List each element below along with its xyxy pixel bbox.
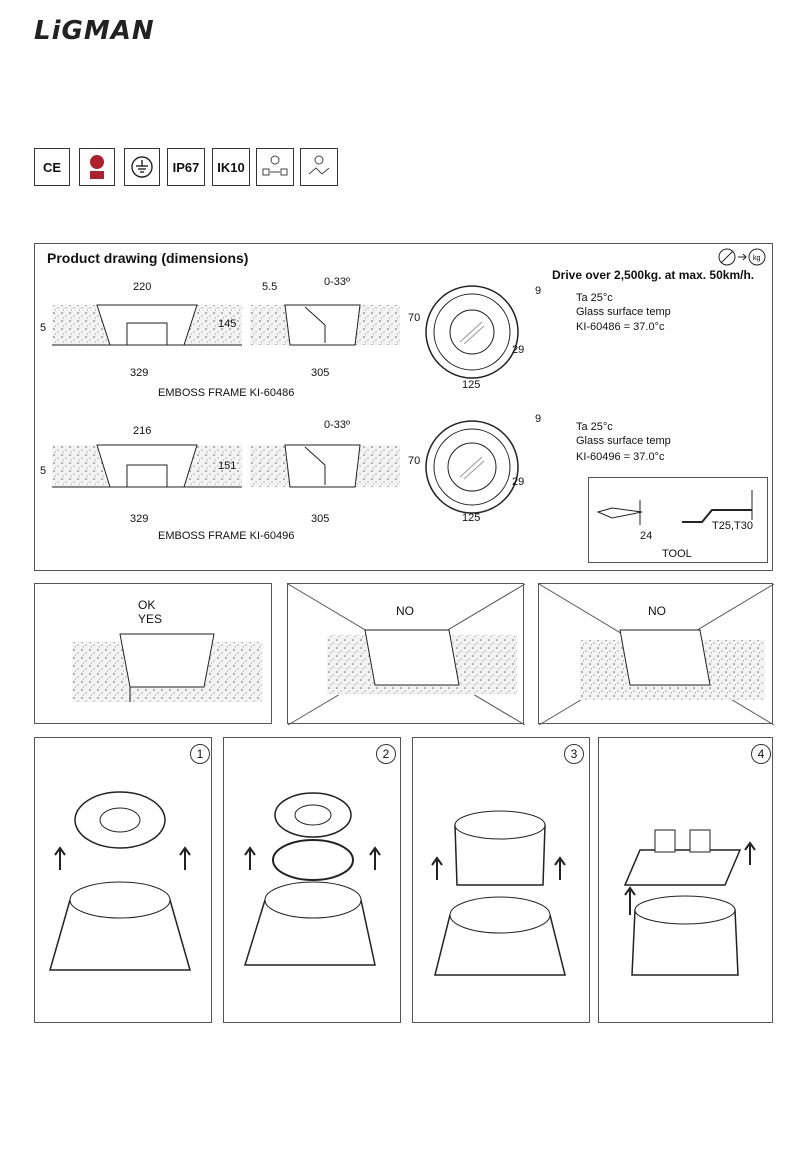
ce-mark-icon: CE <box>34 148 70 186</box>
tool-dim-24: 24 <box>640 530 653 542</box>
side-dim-305-a: 305 <box>311 367 330 379</box>
svg-text:kg: kg <box>753 255 761 262</box>
cross-section-a <box>52 304 242 346</box>
tool-icons <box>596 490 753 525</box>
temp-a-line1: Ta 25°c <box>576 292 613 304</box>
top-view-a <box>425 285 519 379</box>
quality-certification-icon <box>79 148 115 186</box>
example-no-drawing-2 <box>580 629 765 700</box>
impact-rating-icon: IK10 <box>212 148 250 186</box>
side-angle-a: 0-33º <box>324 276 351 288</box>
temp-b-line3: KI-60496 = 37.0°c <box>576 451 665 463</box>
side-dim-70-b: 70 <box>408 455 421 467</box>
frame-label-a: EMBOSS FRAME KI-60486 <box>158 387 295 399</box>
frame-label-b: EMBOSS FRAME KI-60496 <box>158 530 295 542</box>
example-ok-drawing <box>72 633 262 702</box>
side-dim-70-a: 70 <box>408 312 421 324</box>
example-no-drawing-1 <box>327 629 517 695</box>
side-dim-305-b: 305 <box>311 513 330 525</box>
dim-top-b: 216 <box>133 425 152 437</box>
example-no-label-2: NO <box>648 604 666 618</box>
temp-b-line1: Ta 25°c <box>576 421 613 433</box>
step-number-1: 1 <box>190 744 210 764</box>
side-section-a <box>250 304 400 346</box>
top-dim-9-a: 9 <box>535 285 542 297</box>
tool-label: TOOL <box>662 548 692 560</box>
temp-b-line2: Glass surface temp <box>576 435 671 447</box>
brand-logo: LiGMAN <box>34 16 155 46</box>
example-no-label-1: NO <box>396 604 414 618</box>
dim-height-b: 151 <box>218 460 237 472</box>
dim-left-a: 5 <box>40 322 47 334</box>
assembly-step-1 <box>34 737 212 1023</box>
ip-rating-icon: IP67 <box>167 148 205 186</box>
dim-height-a: 145 <box>218 318 237 330</box>
wiring-icon <box>256 148 294 186</box>
temp-a-line2: Glass surface temp <box>576 306 671 318</box>
step-number-2: 2 <box>376 744 396 764</box>
step-1-illustration <box>49 791 191 971</box>
side-section-b <box>250 444 400 488</box>
product-drawing-title: Product drawing (dimensions) <box>47 250 249 266</box>
driver-icon <box>300 148 338 186</box>
top-dim-29-a: 29 <box>512 344 525 356</box>
earth-ground-icon <box>124 148 160 186</box>
step-number-3: 3 <box>564 744 584 764</box>
top-dim-125-b: 125 <box>462 512 481 524</box>
example-ok-line2: YES <box>138 612 163 626</box>
top-view-b <box>425 420 519 514</box>
top-dim-9-b: 9 <box>535 413 542 425</box>
dim-base-b: 329 <box>130 513 149 525</box>
step-3-illustration <box>431 810 566 976</box>
side-angle-b: 0-33º <box>324 419 351 431</box>
example-ok-line1: OK <box>138 598 156 612</box>
temp-a-line3: KI-60486 = 37.0°c <box>576 321 665 333</box>
step-2-illustration <box>243 792 381 966</box>
tool-torx: T25,T30 <box>712 520 753 532</box>
dim-top-a: 220 <box>133 281 152 293</box>
side-dim-a: 5.5 <box>262 281 278 293</box>
top-dim-29-b: 29 <box>512 476 525 488</box>
drive-over-rating: Drive over 2,500kg. at max. 50km/h. <box>552 268 755 282</box>
drive-over-icons: kg <box>718 248 766 266</box>
dim-base-a: 329 <box>130 367 149 379</box>
step-4-illustration <box>623 829 756 976</box>
tool-box <box>588 477 768 563</box>
top-dim-125-a: 125 <box>462 379 481 391</box>
step-number-4: 4 <box>751 744 771 764</box>
cross-section-b <box>52 444 242 488</box>
dim-left-b: 5 <box>40 465 47 477</box>
